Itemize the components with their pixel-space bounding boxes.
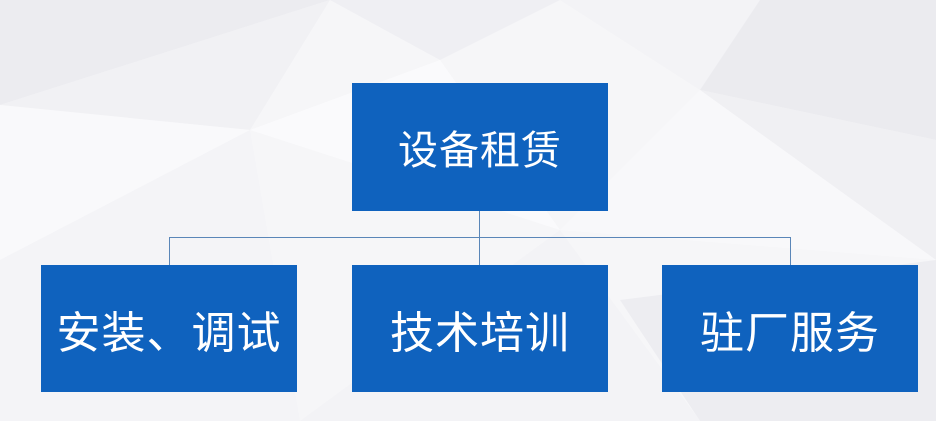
connector-child-2 xyxy=(479,237,480,265)
root-node-equipment-rental: 设备租赁 xyxy=(352,83,608,211)
child-node-label: 驻厂服务 xyxy=(700,307,880,359)
child-node-onsite-service: 驻厂服务 xyxy=(662,265,918,392)
root-node-label: 设备租赁 xyxy=(398,128,562,174)
connector-child-3 xyxy=(790,237,791,265)
child-node-label: 安装、调试 xyxy=(56,307,282,359)
connector-root-stem xyxy=(479,211,480,238)
child-node-label: 技术培训 xyxy=(390,307,570,359)
connector-horizontal-bar xyxy=(169,237,791,238)
child-node-installation-debugging: 安装、调试 xyxy=(41,265,297,392)
connector-child-1 xyxy=(169,237,170,265)
child-node-technical-training: 技术培训 xyxy=(352,265,608,392)
